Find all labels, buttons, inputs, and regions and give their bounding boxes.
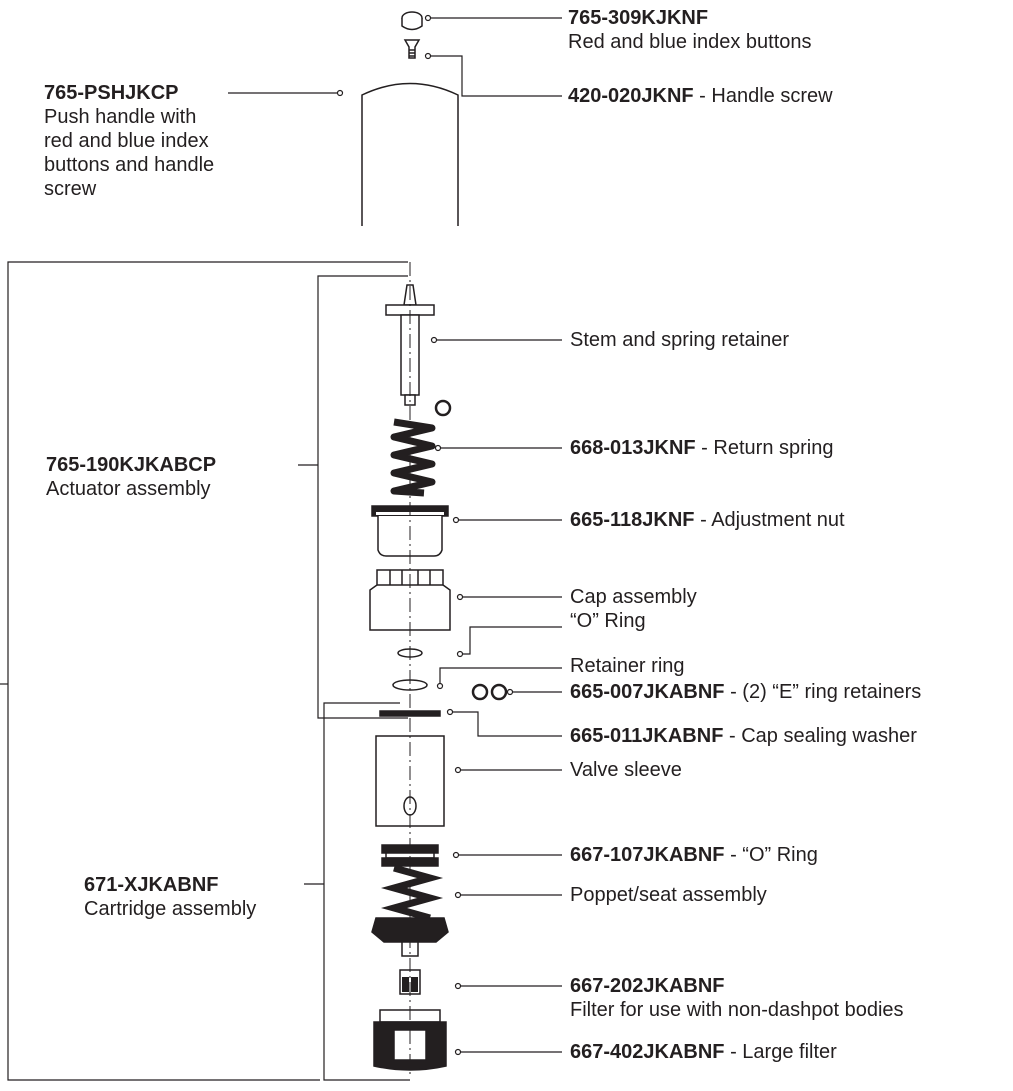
large-filter-description: Large filter: [742, 1041, 837, 1063]
e-ring-part-number: 665-007JKABNF: [570, 681, 725, 703]
return-spring-label: 668-013JKNF - Return spring: [570, 436, 833, 460]
return-spring-separator: -: [695, 437, 714, 459]
stem-description: Stem and spring retainer: [570, 329, 790, 351]
cartridge-description: Cartridge assembly: [84, 898, 257, 920]
retainer-ring-description: Retainer ring: [570, 655, 685, 677]
cartridge-o-ring-description: “O” Ring: [742, 844, 818, 866]
small-filter-part-number: 667-202JKABNF: [570, 975, 725, 997]
push-handle-part: [361, 82, 459, 226]
index-buttons-label: 765-309KJKNF Red and blue index buttons: [568, 6, 812, 54]
outer-bracket: [7, 261, 408, 1081]
small-filter-description: Filter for use with non-dashpot bodies: [570, 999, 904, 1021]
actuator-description: Actuator assembly: [46, 478, 211, 500]
push-handle-desc-line2: red and blue index: [44, 130, 209, 152]
cartridge-bracket: [323, 702, 410, 1081]
cap-washer-part-number: 665-011JKABNF: [570, 725, 724, 747]
cap-assembly-description: Cap assembly: [570, 586, 697, 608]
e-rings-pair-part: [471, 683, 508, 701]
actuator-label: 765-190KJKABCP Actuator assembly: [46, 453, 216, 501]
actuator-part-number: 765-190KJKABCP: [46, 454, 217, 476]
adjustment-nut-label: 665-118JKNF - Adjustment nut: [570, 508, 845, 532]
handle-screw-description: Handle screw: [711, 85, 833, 107]
handle-screw-label: 420-020JKNF - Handle screw: [568, 84, 833, 108]
index-buttons-part-number: 765-309KJKNF: [568, 7, 709, 29]
large-filter-part-number: 667-402JKABNF: [570, 1041, 725, 1063]
handle-screw-part-number: 420-020JKNF: [568, 85, 694, 107]
index-buttons-description: Red and blue index buttons: [568, 31, 812, 53]
cap-assembly-label: Cap assembly: [570, 585, 697, 609]
cartridge-o-ring-separator: -: [724, 844, 743, 866]
return-spring-part: [390, 418, 436, 497]
adjustment-nut-part-number: 665-118JKNF: [570, 509, 695, 531]
push-handle-label: 765-PSHJKCP Push handle with red and blu…: [44, 81, 214, 201]
return-spring-description: Return spring: [713, 437, 834, 459]
push-handle-part-number: 765-PSHJKCP: [44, 82, 179, 104]
e-ring-label: 665-007JKABNF - (2) “E” ring retainers: [570, 680, 921, 704]
leader-dots: [336, 14, 514, 1056]
cartridge-label: 671-XJKABNF Cartridge assembly: [84, 873, 256, 921]
large-filter-part: [373, 1009, 447, 1071]
handle-screw-separator: -: [693, 85, 712, 107]
stem-label: Stem and spring retainer: [570, 328, 789, 352]
e-ring-separator: -: [724, 681, 743, 703]
o-ring-description: “O” Ring: [570, 610, 646, 632]
cap-washer-description: Cap sealing washer: [741, 725, 917, 747]
cap-washer-label: 665-011JKABNF - Cap sealing washer: [570, 724, 917, 748]
valve-sleeve-label: Valve sleeve: [570, 758, 682, 782]
push-handle-desc-line4: screw: [44, 178, 97, 200]
o-ring-label: “O” Ring: [570, 609, 646, 633]
leader-lines: [228, 17, 562, 1053]
e-ring-part: [434, 399, 452, 417]
cartridge-part-number: 671-XJKABNF: [84, 874, 219, 896]
adjustment-nut-separator: -: [694, 509, 712, 531]
poppet-description: Poppet/seat assembly: [570, 884, 767, 906]
index-button-part: [401, 11, 423, 31]
adjustment-nut-description: Adjustment nut: [711, 509, 845, 531]
poppet-label: Poppet/seat assembly: [570, 883, 767, 907]
cap-washer-separator: -: [723, 725, 742, 747]
cartridge-o-ring-label: 667-107JKABNF - “O” Ring: [570, 843, 818, 867]
handle-screw-part: [403, 39, 421, 59]
valve-sleeve-description: Valve sleeve: [570, 759, 682, 781]
e-ring-description: (2) “E” ring retainers: [742, 681, 922, 703]
cartridge-o-ring-part-number: 667-107JKABNF: [570, 844, 725, 866]
large-filter-separator: -: [724, 1041, 743, 1063]
actuator-bracket: [317, 275, 408, 719]
return-spring-part-number: 668-013JKNF: [570, 437, 696, 459]
small-filter-label: 667-202JKABNF Filter for use with non-da…: [570, 974, 904, 1022]
large-filter-label: 667-402JKABNF - Large filter: [570, 1040, 837, 1064]
push-handle-desc-line1: Push handle with: [44, 106, 197, 128]
push-handle-desc-line3: buttons and handle: [44, 154, 215, 176]
retainer-ring-label: Retainer ring: [570, 654, 685, 678]
